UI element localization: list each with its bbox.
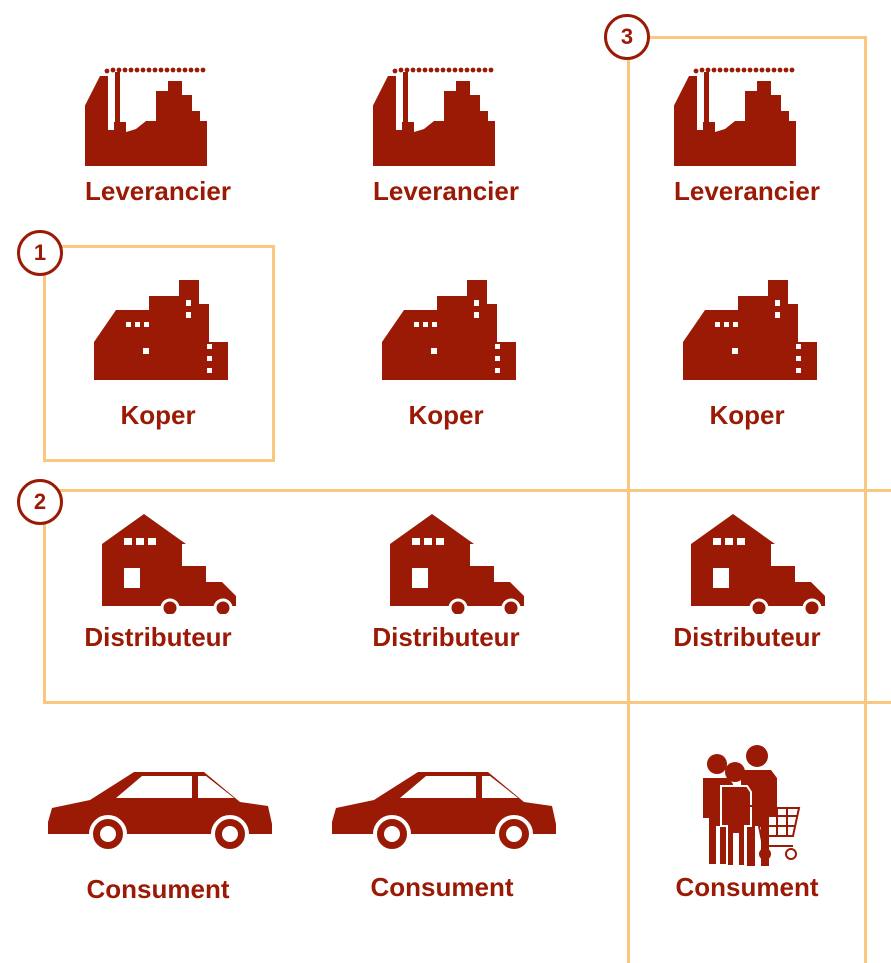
consumer-label: Consument <box>370 872 514 902</box>
badge-3: 3 <box>604 14 650 60</box>
supplier-label: Leverancier <box>373 176 519 206</box>
factory-icon <box>373 67 495 166</box>
warehouse-truck-icon <box>691 514 825 614</box>
highlight-frame-1 <box>43 245 275 462</box>
buyer-label: Koper <box>408 400 484 430</box>
supplier-label: Leverancier <box>85 176 231 206</box>
buyer-label: Koper <box>709 400 785 430</box>
warehouse-truck-icon <box>102 514 236 614</box>
shoppers-with-cart-icon <box>703 745 801 867</box>
consumer-label: Consument <box>675 872 819 902</box>
badge-2: 2 <box>17 479 63 525</box>
distributor-node: Distributeur <box>54 506 262 650</box>
supplier-node: Leverancier <box>640 66 854 204</box>
buyer-label: Koper <box>120 400 196 430</box>
highlight-frame-3 <box>627 36 867 963</box>
consumer-node: Consument <box>324 770 560 900</box>
buyer-node: Koper <box>54 280 262 428</box>
factory-icon <box>85 67 207 166</box>
badge-1: 1 <box>17 230 63 276</box>
building-icon <box>382 280 516 380</box>
distributor-node: Distributeur <box>640 506 854 650</box>
warehouse-truck-icon <box>390 514 524 614</box>
building-icon <box>683 280 817 380</box>
car-icon <box>48 772 272 853</box>
supplier-node: Leverancier <box>54 66 262 204</box>
consumer-node: Consument <box>640 744 854 900</box>
distributor-label: Distributeur <box>673 622 821 652</box>
highlight-frame-2 <box>43 489 891 704</box>
distributor-label: Distributeur <box>84 622 232 652</box>
building-icon <box>94 280 228 380</box>
buyer-node: Koper <box>342 280 550 428</box>
distributor-node: Distributeur <box>342 506 550 650</box>
distributor-label: Distributeur <box>372 622 520 652</box>
supplier-node: Leverancier <box>342 66 550 204</box>
factory-icon <box>674 67 796 166</box>
consumer-label: Consument <box>86 874 230 904</box>
car-icon <box>332 772 556 853</box>
supplier-label: Leverancier <box>674 176 820 206</box>
buyer-node: Koper <box>640 280 854 428</box>
consumer-node: Consument <box>40 770 276 902</box>
